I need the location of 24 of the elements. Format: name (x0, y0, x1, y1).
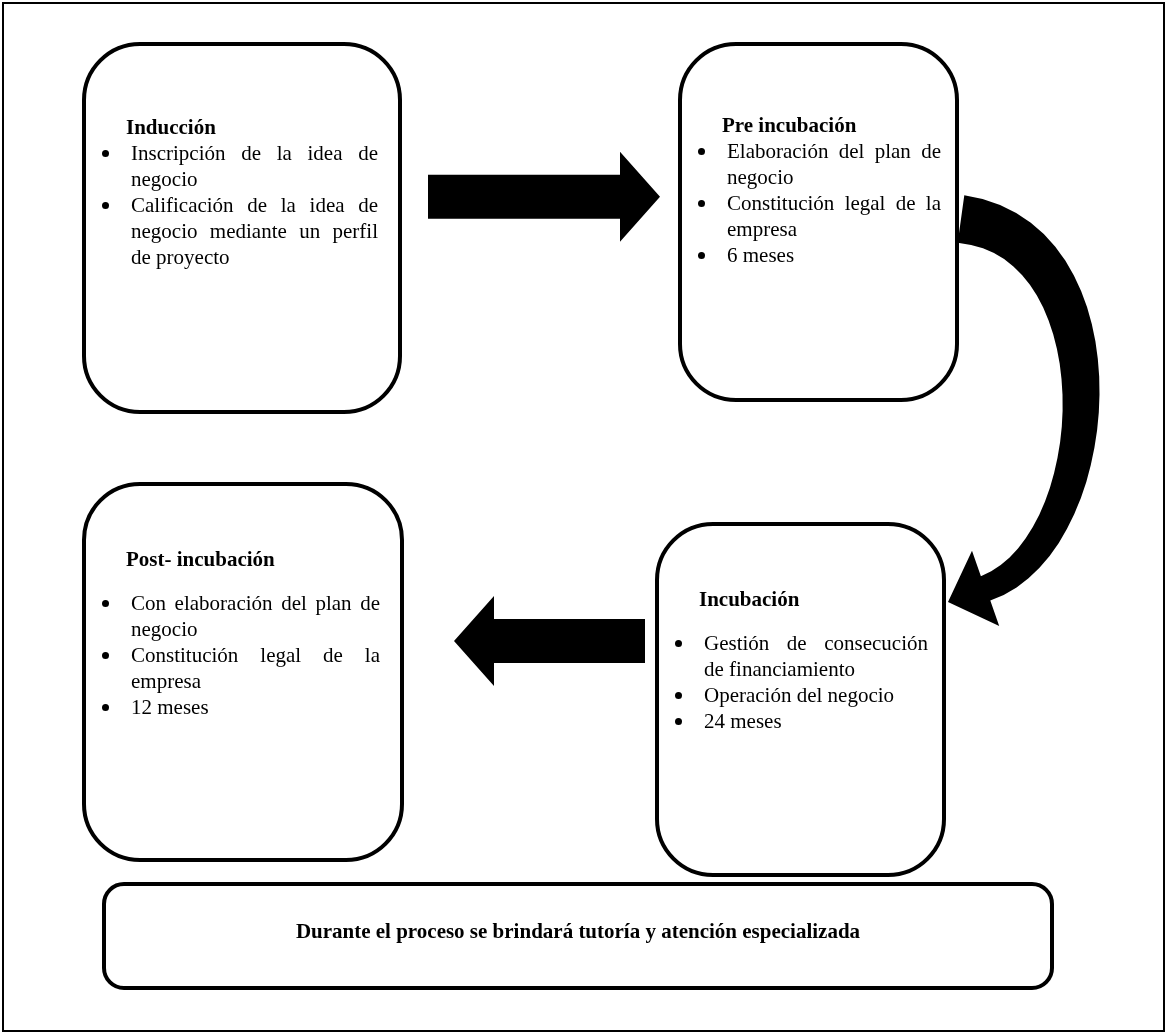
note-text: Durante el proceso se brindará tutoría y atención especializada (295, 918, 861, 944)
rounded-box (678, 42, 959, 402)
list-item-text: Inscripción de la idea de negocio (131, 140, 378, 192)
list-item-text: 12 meses (131, 694, 210, 720)
stage-heading: Inducción (126, 114, 217, 140)
stage-heading: Incubación (699, 586, 801, 612)
list-item-text: 24 meses (704, 708, 783, 734)
stage-heading: Pre incubación (722, 112, 858, 138)
list-item-text: Calificación de la idea de negocio mediante un perfil de proyecto (131, 192, 378, 270)
rounded-box (102, 882, 1054, 990)
list-item-text: Con elaboración del plan de negocio (131, 590, 380, 642)
rounded-box (82, 42, 402, 414)
block-arrow (428, 151, 660, 242)
rounded-box (82, 482, 404, 862)
rounded-box (655, 522, 946, 877)
list-item-text: 6 meses (727, 242, 796, 268)
block-arrow (454, 596, 645, 686)
list-item-text: Constitución legal de la empresa (727, 190, 941, 242)
block-arrow (948, 195, 1100, 626)
list-item-text: Gestión de consecución de financiamiento (704, 630, 928, 682)
stage-heading: Post- incubación (126, 546, 276, 572)
list-item-text: Elaboración del plan de negocio (727, 138, 941, 190)
list-item-text: Constitución legal de la empresa (131, 642, 380, 694)
list-item-text: Operación del negocio (704, 682, 896, 708)
